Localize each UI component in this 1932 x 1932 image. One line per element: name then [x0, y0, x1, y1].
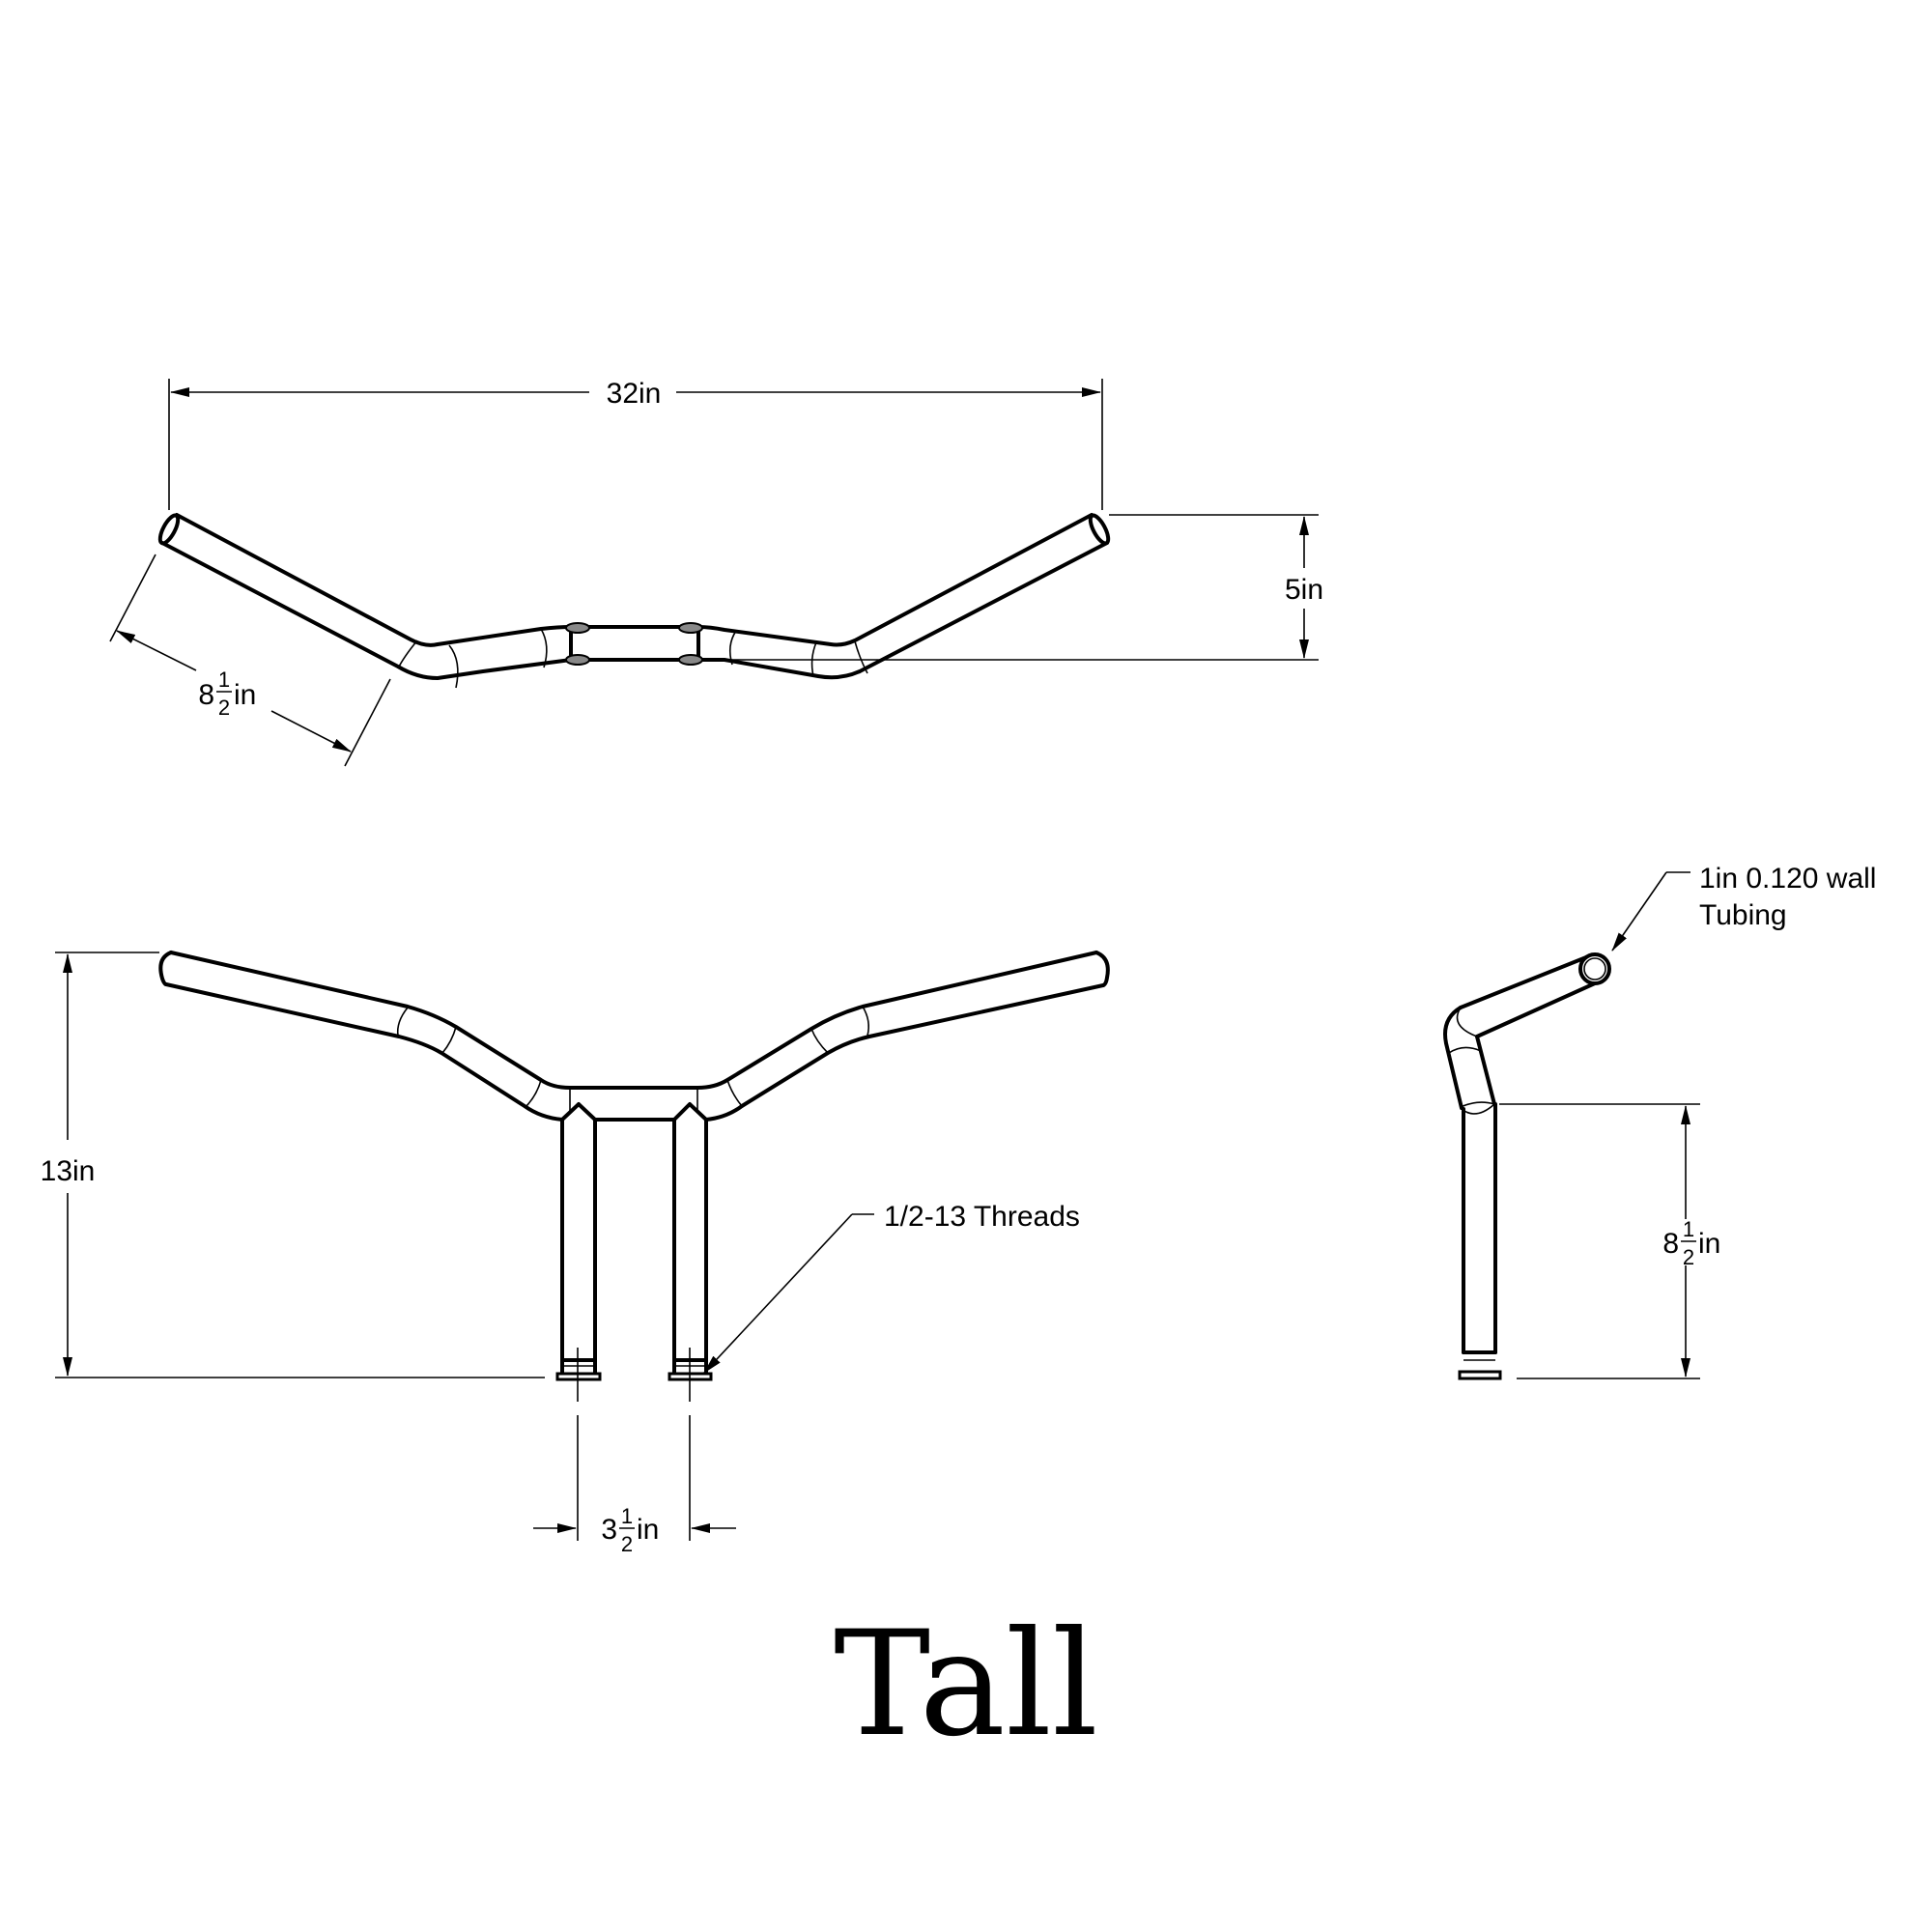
threads-label: 1/2-13 Threads [884, 1201, 1080, 1233]
tubing-label-line1: 1in 0.120 wall [1699, 863, 1876, 895]
svg-text:2: 2 [1683, 1245, 1694, 1269]
side-view-handlebar [1443, 952, 1611, 1380]
front-view: 13in 3 1 2 in 1/2-13 Threads [41, 951, 1110, 1556]
svg-text:in: in [234, 679, 256, 711]
dimension-rise: 5in [729, 514, 1323, 661]
svg-text:in: in [637, 1514, 659, 1546]
svg-text:in: in [1698, 1228, 1720, 1260]
svg-text:1: 1 [218, 668, 230, 692]
svg-text:2: 2 [621, 1532, 633, 1556]
dimension-end-length: 8 1 2 in [109, 554, 391, 767]
dim-label-5in: 5in [1285, 574, 1323, 606]
dim-label-3-half: 3 1 2 in [601, 1504, 659, 1556]
top-view: 32in 5in 8 1 2 in [109, 378, 1323, 767]
front-view-handlebar [158, 951, 1110, 1381]
riser-centerlines [577, 1348, 691, 1541]
dimension-riser-spacing: 3 1 2 in [533, 1504, 736, 1556]
callout-threads: 1/2-13 Threads [703, 1201, 1080, 1374]
top-view-handlebar [157, 513, 1111, 689]
dimension-overall-width: 32in [168, 378, 1103, 510]
drawing-title: Tall [834, 1601, 1098, 1769]
dimension-overall-height: 13in [41, 952, 545, 1378]
svg-text:2: 2 [218, 696, 230, 720]
svg-text:8: 8 [1662, 1228, 1679, 1260]
svg-text:3: 3 [601, 1514, 617, 1546]
svg-text:1: 1 [621, 1504, 633, 1528]
dim-label-13in: 13in [41, 1155, 96, 1187]
callout-tubing: 1in 0.120 wall Tubing [1611, 863, 1876, 952]
svg-text:1: 1 [1683, 1217, 1694, 1241]
dimension-riser-height: 8 1 2 in [1499, 1103, 1720, 1379]
dim-label-8-half-side: 8 1 2 in [1662, 1217, 1720, 1269]
svg-text:8: 8 [198, 679, 214, 711]
tubing-label-line2: Tubing [1699, 899, 1787, 931]
dim-label-32in: 32in [607, 378, 662, 410]
side-view: 8 1 2 in 1in 0.120 wall Tubing [1443, 863, 1876, 1380]
dim-label-8-half-top: 8 1 2 in [198, 668, 256, 720]
